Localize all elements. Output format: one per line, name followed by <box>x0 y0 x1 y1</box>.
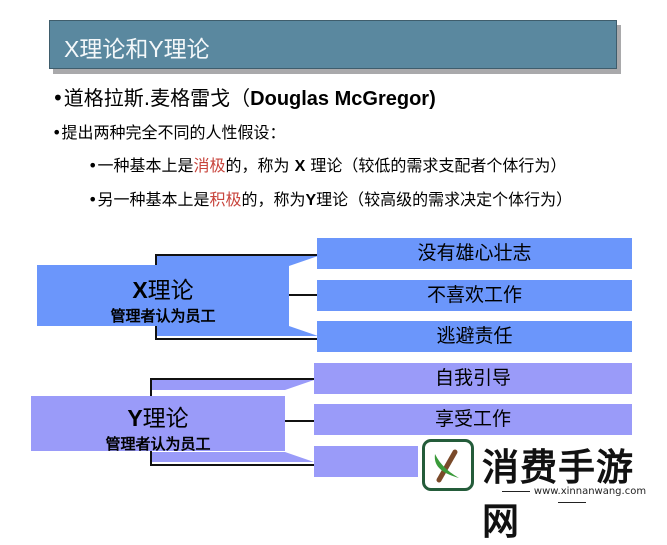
leaf-logo-icon <box>422 439 474 491</box>
slide-title: X理论和Y理论 <box>64 36 210 62</box>
x-wedge-shapes <box>157 256 318 336</box>
y-item-2: 享受工作 <box>314 404 632 435</box>
x-connector-middle <box>289 294 318 296</box>
bullet-y-theory: •另一种基本上是积极的，称为Y理论（较高级的需求决定个体行为） <box>88 190 573 209</box>
highlight-negative: 消极 <box>193 156 226 175</box>
x-theory-subtitle: 管理者认为员工 <box>110 307 216 325</box>
bullet-x-theory: •一种基本上是消极的，称为 X 理论（较低的需求支配者个体行为） <box>88 156 567 175</box>
y-theory-subtitle: 管理者认为员工 <box>105 435 211 453</box>
watermark: 消费手游网 www.xinnanwang.com <box>418 435 667 543</box>
y-theory-box: Y理论 管理者认为员工 <box>31 396 285 453</box>
y-item-1: 自我引导 <box>314 363 632 394</box>
bullet-mcgregor: •道格拉斯.麦格雷戈（Douglas McGregor) <box>52 86 436 110</box>
watermark-url: www.xinnanwang.com <box>482 486 662 508</box>
x-item-2: 不喜欢工作 <box>317 280 632 311</box>
title-bar: X理论和Y理论 <box>49 20 617 69</box>
y-wedge-shapes <box>152 380 314 462</box>
x-item-1: 没有雄心壮志 <box>317 238 632 269</box>
highlight-positive: 积极 <box>209 190 242 209</box>
x-theory-box: X理论 管理者认为员工 <box>37 265 289 326</box>
x-item-3: 逃避责任 <box>317 321 632 352</box>
bullet-two-hypotheses: •提出两种完全不同的人性假设： <box>52 123 286 142</box>
y-connector-middle <box>285 420 314 422</box>
